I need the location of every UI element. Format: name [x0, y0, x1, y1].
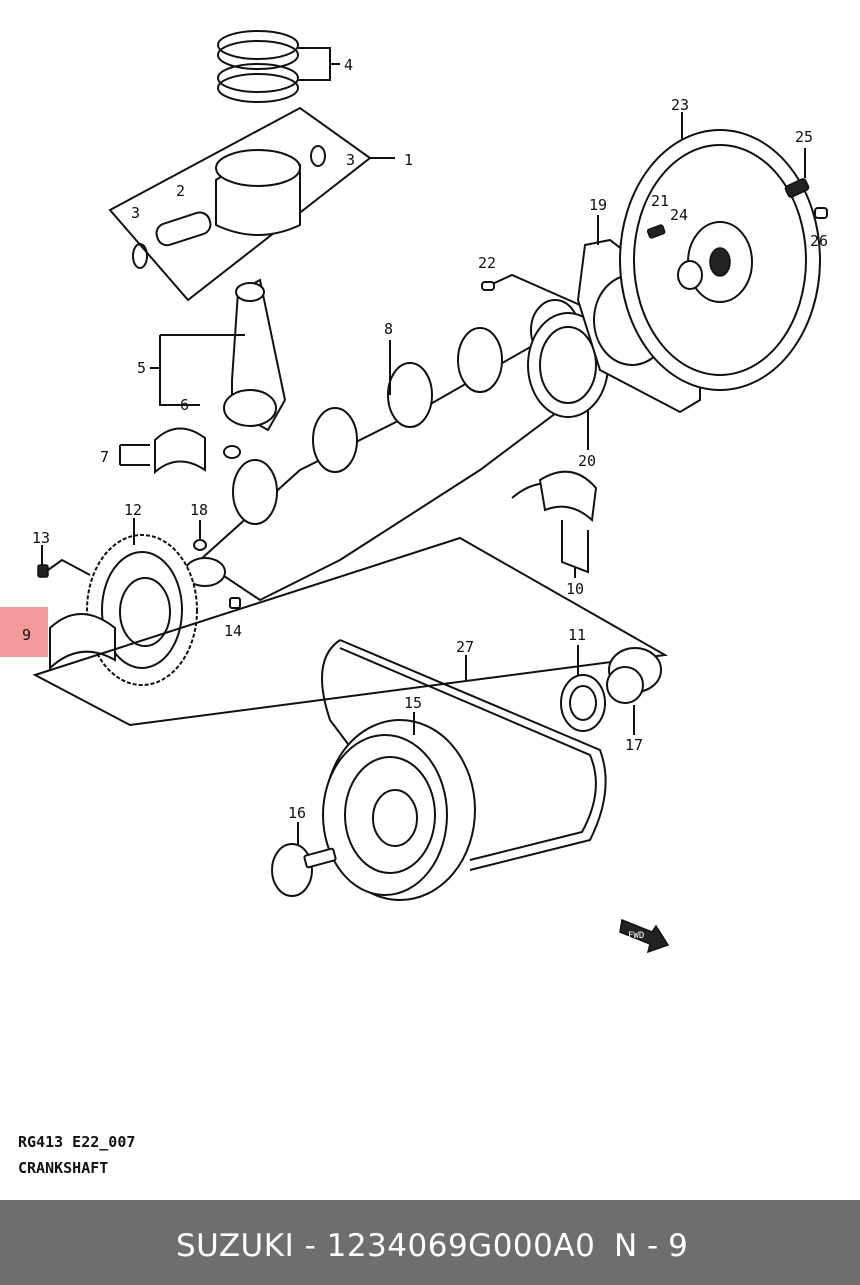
callout-27: 27: [456, 638, 474, 656]
callout-18: 18: [190, 501, 208, 519]
main-bearing: [49, 613, 116, 671]
callout-23: 23: [671, 96, 689, 114]
callout-2: 2: [176, 182, 185, 200]
callout-25: 25: [795, 128, 813, 146]
crank-pulley: [322, 712, 476, 901]
callout-14: 14: [224, 622, 242, 640]
callout-19: 19: [589, 196, 607, 214]
diagram-name: CRANKSHAFT: [18, 1159, 109, 1177]
part-number: SUZUKI - 1234069G000A0: [176, 1228, 596, 1264]
pulley-bolt: [271, 822, 337, 897]
callout-6: 6: [180, 396, 189, 414]
callout-26: 26: [810, 232, 828, 250]
crankshaft-exploded-diagram: FWD 1 2 3 3 4 5 6 7 8 10 11 12 13 14 15 …: [32, 30, 828, 954]
callout-13: 13: [32, 529, 50, 547]
callout-12: 12: [124, 501, 142, 519]
callout-9: 9: [22, 626, 32, 644]
piston-assembly: [108, 106, 395, 302]
callout-21: 21: [651, 192, 669, 210]
callout-22: 22: [478, 254, 496, 272]
svg-text:FWD: FWD: [628, 931, 644, 941]
front-oil-seal: [560, 645, 606, 732]
callout-8: 8: [384, 320, 393, 338]
callout-16: 16: [288, 804, 306, 822]
footer-bar: SUZUKI - 1234069G000A0 N - 9: [0, 1200, 860, 1285]
callout-11: 11: [568, 626, 586, 644]
v-ribbed-belt: [321, 639, 607, 871]
position-reference: N - 9: [614, 1228, 688, 1264]
connecting-rod: [150, 278, 287, 459]
forward-arrow-icon: FWD: [619, 918, 670, 954]
callout-20: 20: [578, 452, 596, 470]
highlighted-callout-9[interactable]: [0, 607, 48, 657]
callout-5: 5: [137, 359, 146, 377]
rod-bearing: [119, 427, 206, 475]
callout-3-left: 3: [131, 204, 140, 222]
thrust-bearing: [511, 470, 598, 578]
callout-4: 4: [344, 56, 353, 74]
crank-group-outline: [32, 536, 669, 727]
piston-rings: [217, 30, 340, 103]
callout-17: 17: [625, 736, 643, 754]
callout-7: 7: [100, 448, 109, 466]
keys: [193, 520, 241, 609]
callout-1: 1: [404, 151, 413, 169]
callout-15: 15: [404, 694, 422, 712]
callout-24: 24: [670, 206, 688, 224]
callout-3-right: 3: [346, 151, 355, 169]
flywheel: [619, 112, 828, 391]
diagram-code: RG413 E22_007: [18, 1133, 136, 1151]
crank-timing-sprocket: [606, 647, 662, 735]
callout-10: 10: [566, 580, 584, 598]
